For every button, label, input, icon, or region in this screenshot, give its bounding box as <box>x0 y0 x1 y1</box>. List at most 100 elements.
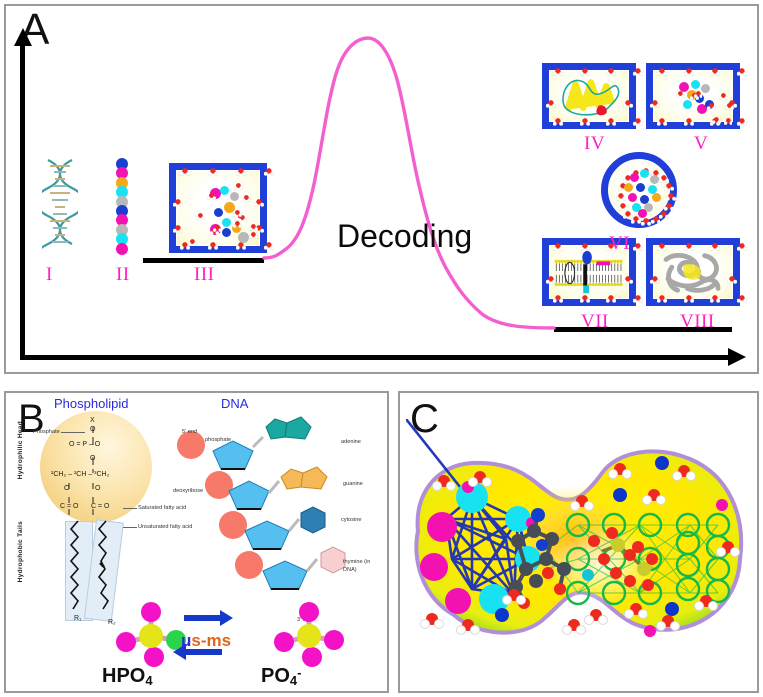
phospholipid-head-icon <box>40 411 152 523</box>
water-molecule-icon <box>725 102 734 110</box>
water-molecule-icon <box>196 212 205 220</box>
molecule-dot <box>640 195 649 204</box>
water-molecule-icon <box>180 168 190 176</box>
water-molecule-icon <box>173 199 183 208</box>
stage-vi-vesicle-icon <box>601 152 677 228</box>
water-molecule-icon <box>710 68 721 76</box>
water-molecule-icon <box>180 242 190 250</box>
chem-glycerol: ²CH₂ – ²CH – ³CH₂ <box>51 471 110 478</box>
water-molecule-icon <box>606 68 617 76</box>
panel-b-letter: B <box>18 397 45 441</box>
water-molecule-icon <box>579 68 590 76</box>
bead <box>116 176 128 189</box>
five-prime-end-label: 5' end <box>182 429 198 435</box>
cytosine-label: cytosine <box>341 517 362 523</box>
water-molecule-icon <box>241 195 251 203</box>
water-molecule-icon <box>579 295 590 303</box>
chem-o3: O <box>64 485 70 492</box>
hydrated-droplet-network-icon <box>404 418 754 675</box>
water-molecule-icon <box>658 175 669 184</box>
guanine-label: guanine <box>343 481 363 487</box>
water-molecule-icon <box>546 100 556 108</box>
water-molecule-icon <box>623 100 633 108</box>
chem-phosphorus: O = P – O <box>69 441 101 448</box>
water-molecule-icon <box>683 295 694 303</box>
stage-label-viii: VIII <box>680 311 715 332</box>
timescale-text: s-ms <box>191 631 232 650</box>
water-molecule-icon <box>723 118 733 125</box>
water-molecule-icon <box>633 295 643 303</box>
unsaturated-leader-line <box>123 527 137 528</box>
chem-o1: O <box>90 426 96 433</box>
molecule-dot <box>687 90 697 100</box>
fatty-acid-chains-icon <box>69 520 109 610</box>
x-axis-arrowhead-icon <box>728 348 746 366</box>
water-molecule-icon <box>233 220 242 228</box>
bead <box>116 158 128 170</box>
molecule-dot <box>636 183 645 192</box>
decoding-curve <box>262 36 556 330</box>
water-molecule-icon <box>254 199 264 208</box>
water-molecule-icon <box>264 168 274 176</box>
bead <box>116 167 128 180</box>
bead-chain-icon <box>116 158 132 255</box>
water-molecule-icon <box>658 210 669 219</box>
tail-label-r1: R₁ <box>74 615 82 622</box>
molecule-dot <box>697 104 707 114</box>
stage-label-ii: II <box>116 264 130 285</box>
water-molecule-icon <box>207 193 216 201</box>
water-molecule-icon <box>710 295 721 303</box>
panel-a: A Decoding <box>4 4 759 374</box>
po4-formula: PO <box>261 665 290 687</box>
molecule-dot <box>230 192 239 201</box>
water-molecule-icon <box>737 68 747 76</box>
stage-label-v: V <box>694 133 709 154</box>
water-molecule-icon <box>579 243 590 251</box>
water-molecule-icon <box>579 118 590 126</box>
timescale-label: μs-ms <box>181 631 231 651</box>
stage-v-cell-icon <box>646 63 747 129</box>
lipid-bilayer-icon <box>554 250 623 294</box>
reverse-reaction-arrow <box>173 644 222 660</box>
water-molecule-icon <box>664 202 674 211</box>
water-molecule-icon <box>664 183 674 192</box>
phosphate-label: phosphate <box>205 437 232 443</box>
water-molecule-icon <box>188 239 197 246</box>
dna-double-helix-icon <box>42 159 78 249</box>
water-molecule-icon <box>617 202 628 211</box>
water-molecule-icon <box>666 193 676 201</box>
water-molecule-icon <box>606 295 617 303</box>
molecule-dot <box>632 203 641 212</box>
dna-structure-icon <box>177 416 346 590</box>
water-molecule-icon <box>737 118 747 126</box>
stage-iii-cell-icon <box>169 163 274 253</box>
water-molecule-icon <box>683 118 694 126</box>
bead <box>116 223 128 236</box>
water-molecule-icon <box>737 243 747 251</box>
water-molecule-icon <box>657 295 667 303</box>
molecule-dot <box>222 218 231 227</box>
dna-title: DNA <box>221 396 249 411</box>
bead <box>116 214 128 227</box>
molecule-dot <box>628 193 637 202</box>
water-molecule-icon <box>606 118 617 126</box>
water-molecule-icon <box>236 168 246 176</box>
saturated-leader-line <box>123 508 137 509</box>
water-molecule-icon <box>727 276 737 284</box>
water-molecule-icon <box>657 243 667 251</box>
po4-molecule-icon <box>274 602 344 667</box>
chem-o4: O <box>95 485 101 492</box>
bead <box>116 233 128 246</box>
water-molecule-icon <box>683 68 694 76</box>
baseline-left <box>143 258 264 263</box>
molecule-dot <box>683 100 692 109</box>
phosphate-leader-label: Phosphate <box>33 429 60 435</box>
forward-reaction-arrow <box>184 610 233 626</box>
water-molecule-icon <box>650 100 660 108</box>
molecule-dot <box>650 175 659 184</box>
po4-label: PO4- <box>261 665 301 688</box>
water-molecule-icon <box>633 118 643 126</box>
hpo4-formula: HPO <box>102 665 146 687</box>
adenine-label: adenine <box>341 439 361 445</box>
molecule-dot <box>224 202 235 213</box>
